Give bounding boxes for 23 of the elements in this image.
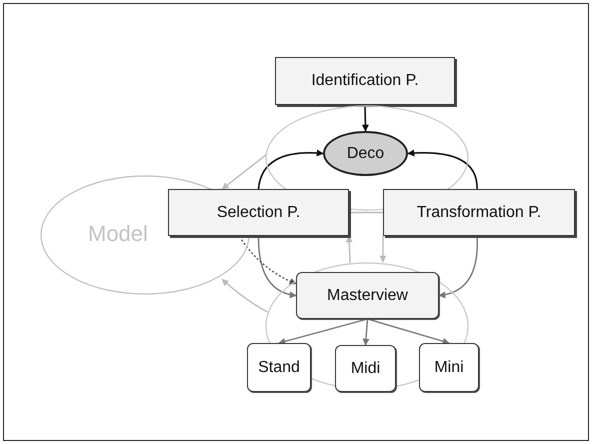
arrow [362,318,370,346]
arrow [367,318,450,345]
arrow [258,236,297,298]
decision-ellipse: Deco [323,131,408,176]
process-box: Identification P. [275,57,455,105]
connector-line [349,212,383,214]
arrow [346,235,353,264]
arrow [241,239,297,284]
view-box: Stand [247,343,311,392]
arrow [362,104,369,132]
arrow [278,318,368,345]
arrow [407,150,478,190]
view-box: Mini [419,343,479,392]
process-box: Selection P. [168,189,349,236]
process-box: Transformation P. [383,189,575,236]
arrow [438,236,478,298]
arrow [222,154,266,190]
view-box: Masterview [296,272,439,319]
node-label: Model [88,223,148,245]
arrow [222,278,268,313]
arrow [258,150,324,190]
view-box: Midi [335,345,396,392]
arrow [379,236,386,263]
